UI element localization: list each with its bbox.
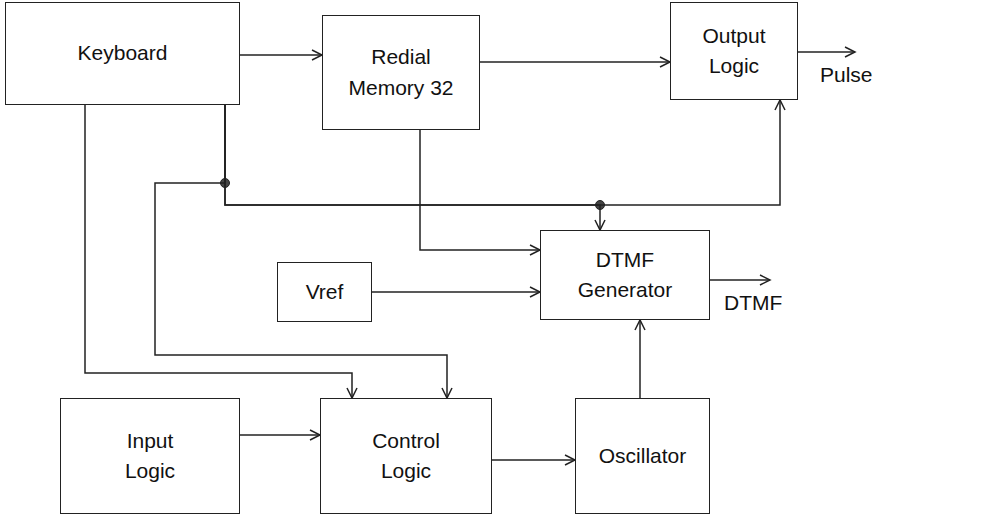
block-box: Keyboard <box>5 2 240 105</box>
block-label: Control Logic <box>351 426 461 487</box>
signal-connector <box>240 434 320 436</box>
signal-connector <box>639 320 641 398</box>
block-label: DTMF Generator <box>570 245 680 306</box>
block-label: Vref <box>306 277 344 307</box>
block-label: Oscillator <box>599 441 687 471</box>
signal-label: Pulse <box>818 62 875 87</box>
block-box: DTMF Generator <box>540 230 710 320</box>
block-label: Input Logic <box>105 426 195 487</box>
block-label: Keyboard <box>78 38 168 68</box>
signal-connector <box>225 100 780 205</box>
block-box: Vref <box>277 262 372 322</box>
signal-connector <box>480 61 670 63</box>
block-box: Oscillator <box>575 398 710 514</box>
block-box: Input Logic <box>60 398 240 514</box>
signal-connector <box>155 105 447 398</box>
output-arrow <box>710 279 770 281</box>
block-box: Redial Memory 32 <box>322 15 480 130</box>
signal-label: DTMF <box>722 290 784 315</box>
signal-connector <box>492 459 575 461</box>
block-box: Output Logic <box>670 2 798 100</box>
signal-connector <box>420 130 540 250</box>
block-label: Output Logic <box>679 21 789 82</box>
block-box: Control Logic <box>320 398 492 514</box>
signal-connector <box>85 105 352 398</box>
block-label: Redial Memory 32 <box>341 42 461 103</box>
output-arrow <box>795 51 855 53</box>
signal-connector <box>372 291 540 293</box>
signal-connector <box>240 54 322 56</box>
